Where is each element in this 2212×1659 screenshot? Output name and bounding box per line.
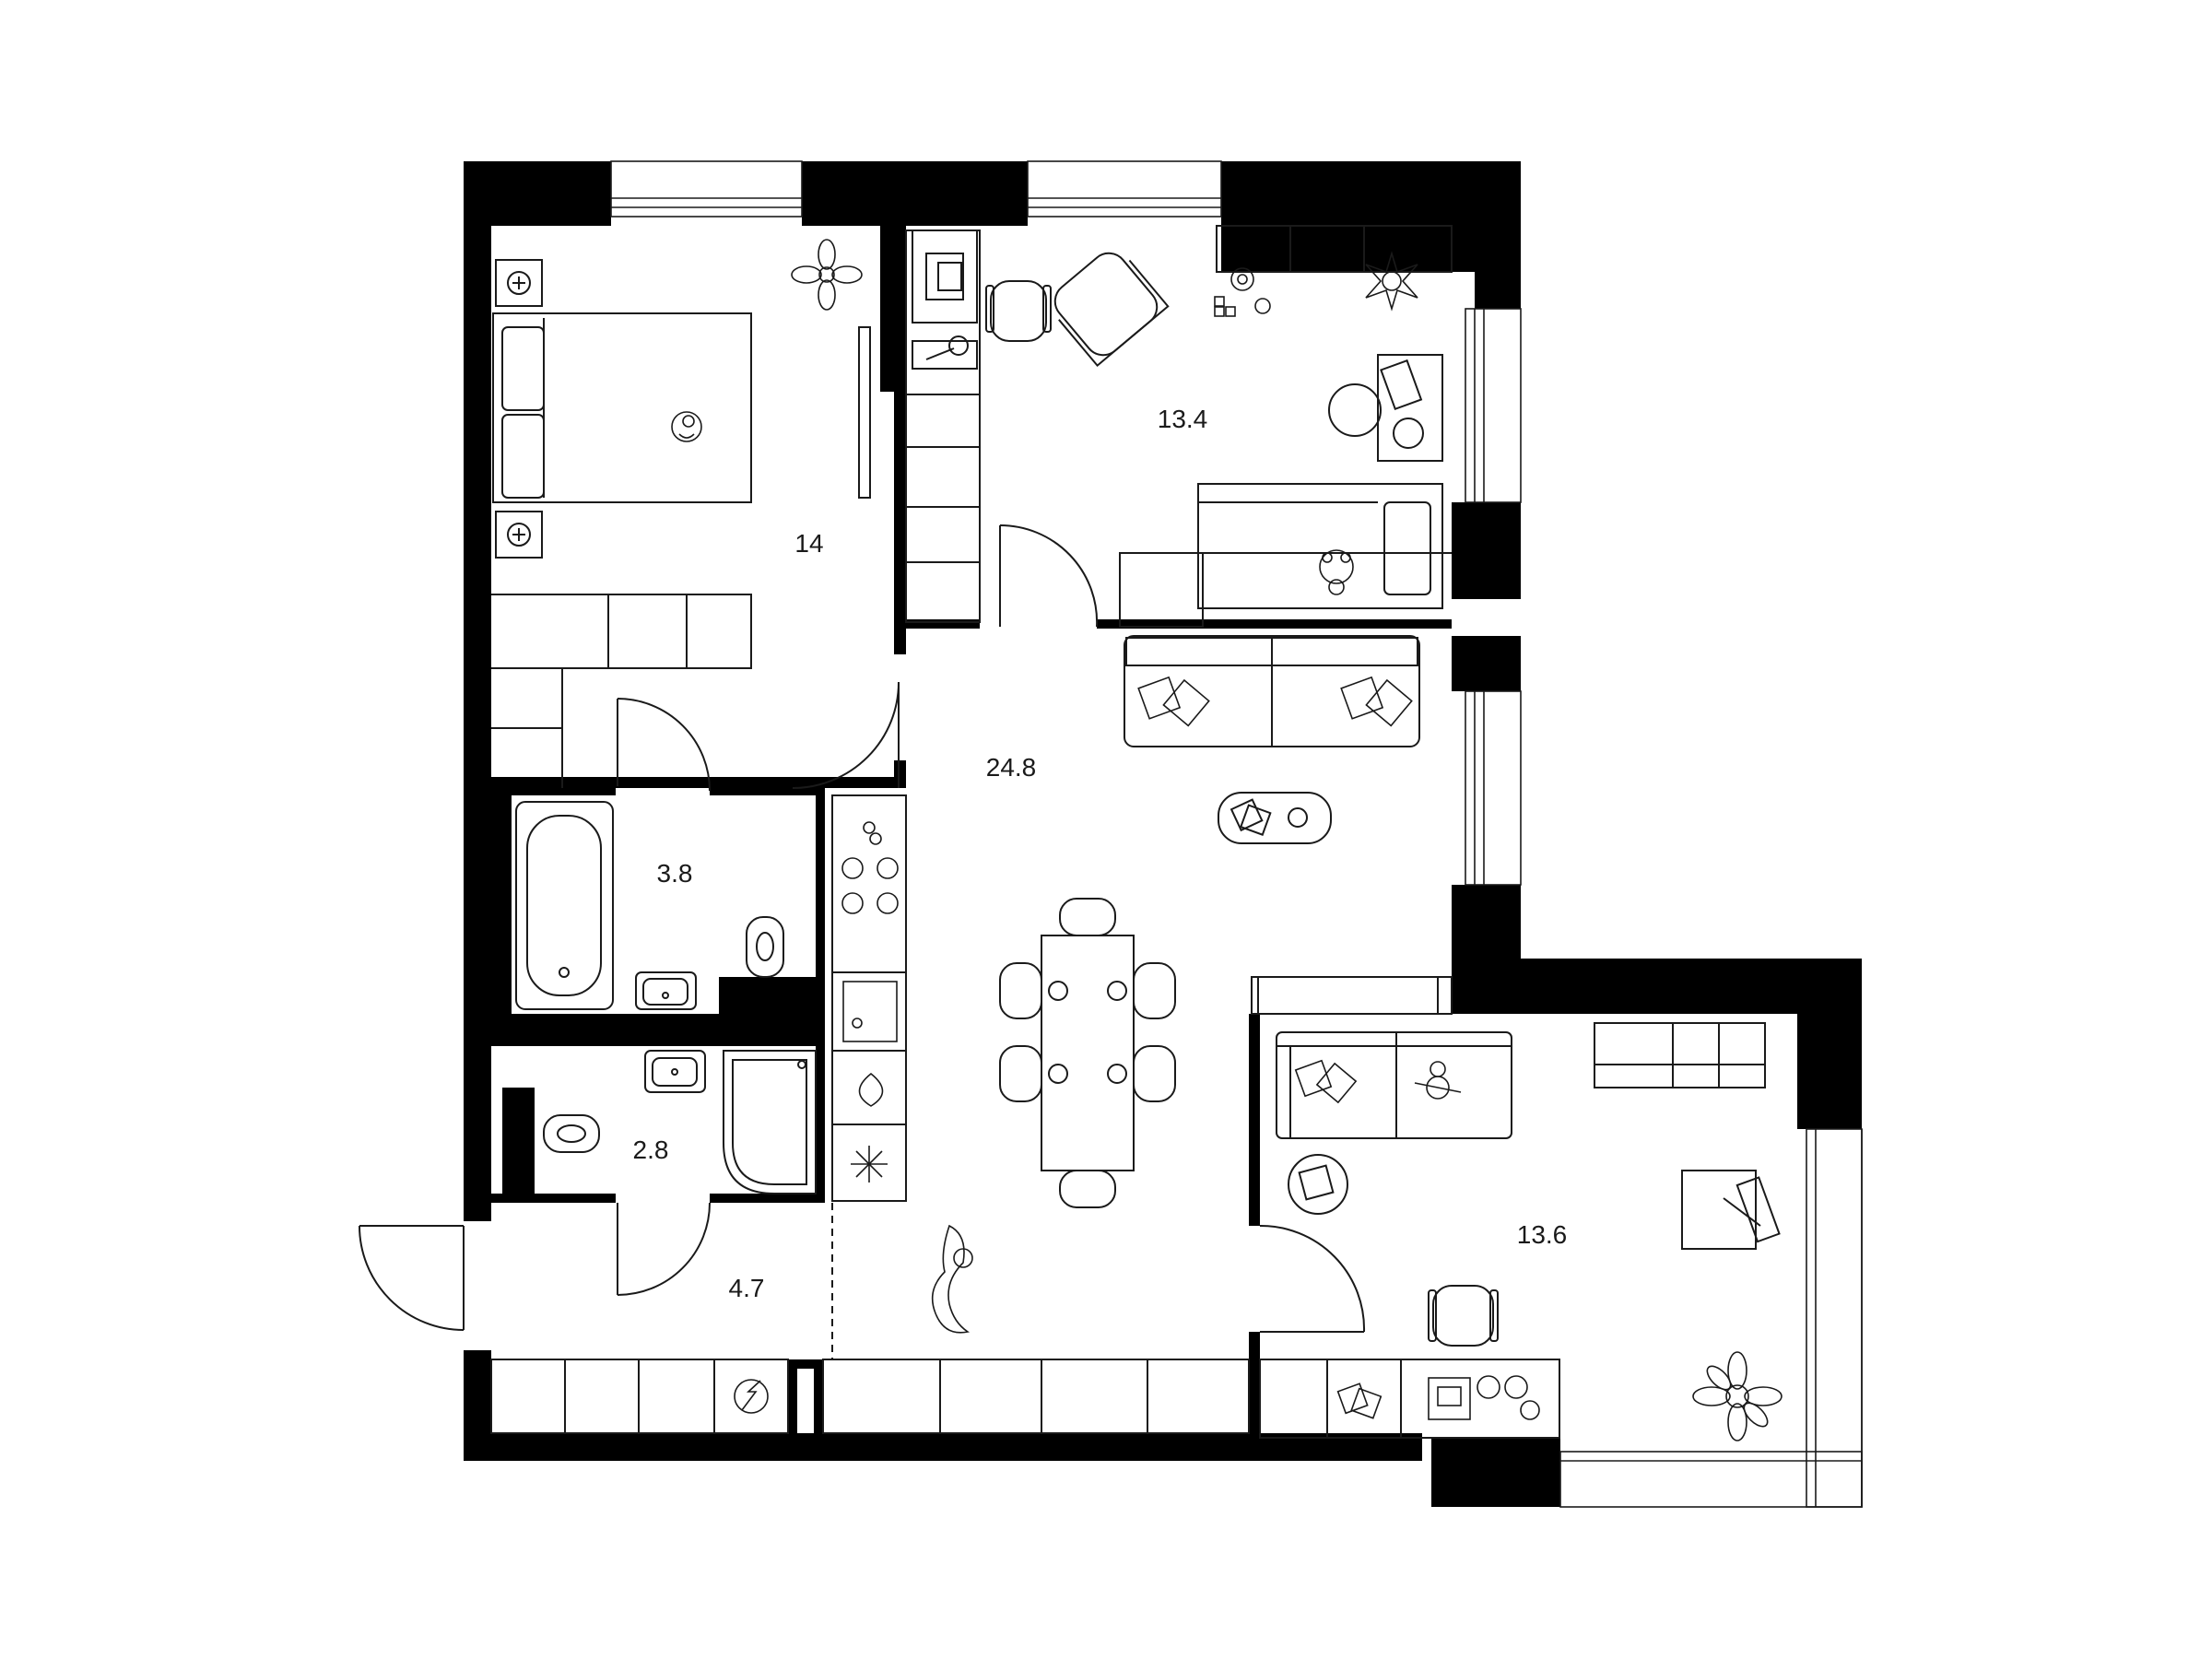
child-chair bbox=[985, 280, 1052, 342]
child-desk bbox=[912, 229, 978, 324]
wall-bath-top-left bbox=[491, 786, 616, 795]
wall-child-bottom-2 bbox=[1097, 619, 1452, 629]
pillows-study bbox=[1294, 1059, 1358, 1104]
toys bbox=[1214, 267, 1271, 317]
wall-bedroom-door-jamb bbox=[894, 645, 906, 654]
furniture bbox=[492, 229, 1783, 1441]
wall-top-left-block bbox=[464, 161, 611, 226]
cat-icon bbox=[931, 1224, 973, 1334]
coffee-table bbox=[1218, 792, 1332, 844]
bathtub bbox=[515, 801, 614, 1010]
wall-step-horizontal bbox=[1452, 959, 1862, 1014]
wall-bedroom-bottom bbox=[491, 777, 897, 788]
area-label-hallway: 4.7 bbox=[728, 1274, 765, 1302]
child-bed bbox=[1119, 483, 1443, 628]
wall-bath-toilet-divider bbox=[491, 1014, 825, 1046]
wall-toilet-bottom-right bbox=[710, 1194, 825, 1203]
side-table bbox=[1288, 1154, 1348, 1215]
study-chair bbox=[1428, 1285, 1499, 1347]
wall-child-bottom bbox=[906, 619, 980, 629]
snowflake-icon bbox=[851, 1146, 888, 1182]
sofa bbox=[1124, 635, 1420, 747]
interior-lines bbox=[359, 225, 1766, 1439]
walls bbox=[464, 161, 1862, 1507]
wall-bottom-corner bbox=[464, 1350, 491, 1461]
wall-partition-bedroom-child bbox=[880, 217, 906, 392]
wall-top-right-block bbox=[1221, 161, 1521, 272]
wall-partition-bedroom-lower bbox=[894, 392, 906, 654]
windows bbox=[610, 160, 1863, 1508]
wall-study-left bbox=[1249, 1014, 1260, 1226]
armchair bbox=[1053, 252, 1170, 368]
bath-sink bbox=[635, 971, 697, 1010]
plant-icon bbox=[1365, 251, 1418, 312]
study-desk bbox=[1681, 1170, 1781, 1250]
electric-panel-icon bbox=[734, 1379, 769, 1414]
wall-toilet-bottom-left bbox=[491, 1194, 616, 1203]
wall-study-right-corner bbox=[1797, 959, 1862, 1129]
teddy-bear-icon bbox=[1414, 1061, 1462, 1100]
wall-toilet-left-pier bbox=[502, 1088, 535, 1203]
area-label-study: 13.6 bbox=[1516, 1220, 1568, 1249]
bed bbox=[492, 312, 752, 503]
toilet bbox=[543, 1114, 600, 1153]
flower-icon bbox=[791, 239, 863, 311]
water-drop-icon bbox=[858, 1072, 884, 1107]
wall-right-pier-1 bbox=[1452, 502, 1521, 599]
wall-right-pier-2 bbox=[1452, 636, 1521, 691]
area-label-toilet: 2.8 bbox=[632, 1135, 669, 1164]
study-sofa bbox=[1257, 976, 1512, 1139]
wall-bedroom-jamb-2 bbox=[894, 760, 906, 788]
area-label-bedroom: 14 bbox=[794, 529, 824, 558]
desk-items bbox=[1336, 1375, 1540, 1420]
dining-table bbox=[999, 898, 1176, 1208]
area-label-living-kitchen: 24.8 bbox=[985, 753, 1037, 782]
stove-icon bbox=[841, 821, 899, 914]
teddy-bear-icon bbox=[1319, 549, 1354, 595]
wall-study-left-lower bbox=[1249, 1332, 1260, 1438]
area-label-childroom: 13.4 bbox=[1157, 405, 1208, 433]
area-label-bathroom: 3.8 bbox=[656, 859, 693, 888]
toilet-sink bbox=[644, 1050, 706, 1093]
tv bbox=[858, 326, 871, 499]
wall-bath-box bbox=[719, 977, 820, 1018]
desk-lamp bbox=[912, 335, 978, 370]
wall-left bbox=[464, 161, 491, 1221]
wall-bottom-right-block bbox=[1431, 1438, 1560, 1507]
cat-icon bbox=[671, 411, 702, 442]
nightstand-top bbox=[495, 259, 543, 307]
pillows bbox=[1137, 676, 1413, 727]
wall-right-upper bbox=[1475, 161, 1521, 309]
small-desk bbox=[1328, 354, 1443, 462]
nightstand-bottom bbox=[495, 511, 543, 559]
bath-toilet bbox=[746, 916, 784, 978]
plant-icon bbox=[1692, 1351, 1783, 1441]
sink-icon bbox=[842, 981, 898, 1042]
wall-top-pier bbox=[802, 161, 1028, 226]
shower-tray bbox=[723, 1050, 817, 1194]
wall-bath-left-pier bbox=[491, 795, 512, 1017]
wall-bath-top-right bbox=[710, 786, 825, 795]
